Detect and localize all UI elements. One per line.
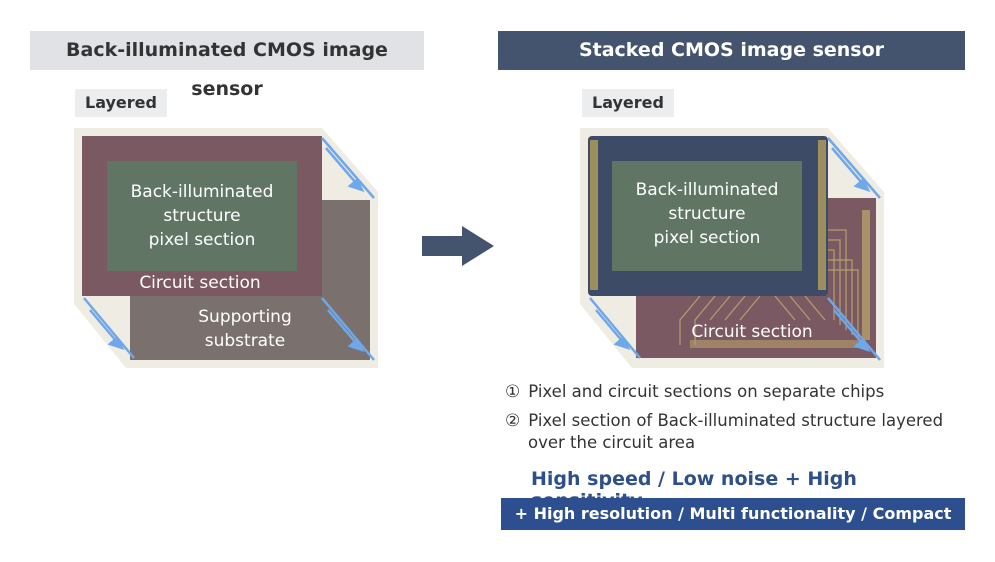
left-pixel-label: Back-illuminated structure pixel section bbox=[130, 182, 274, 250]
bracket-arrow-icon bbox=[83, 137, 375, 361]
note-item-1: ① Pixel and circuit sections on separate… bbox=[505, 382, 885, 402]
left-substrate-label: Supporting substrate bbox=[198, 307, 292, 351]
right-pixel-label: Back-illuminated structure pixel section bbox=[635, 180, 779, 248]
bracket-arrow-icon bbox=[589, 137, 881, 361]
left-circuit-label: Circuit section bbox=[139, 273, 261, 293]
right-circuit-label: Circuit section bbox=[691, 322, 813, 342]
right-title: Stacked CMOS image sensor bbox=[498, 31, 965, 70]
circuit-traces bbox=[679, 229, 859, 345]
feature-banner: + High resolution / Multi functionality … bbox=[501, 498, 965, 555]
left-pixel-layer bbox=[107, 161, 297, 271]
right-pixel-layer bbox=[612, 161, 802, 271]
arrow-right-icon bbox=[422, 226, 494, 266]
note-item-2: ② Pixel section of Back-illuminated stru… bbox=[505, 411, 944, 452]
right-layered-tag: Layered bbox=[582, 89, 674, 117]
left-title: Back-illuminated CMOS image sensor bbox=[30, 31, 424, 100]
left-layered-tag: Layered bbox=[75, 89, 167, 117]
